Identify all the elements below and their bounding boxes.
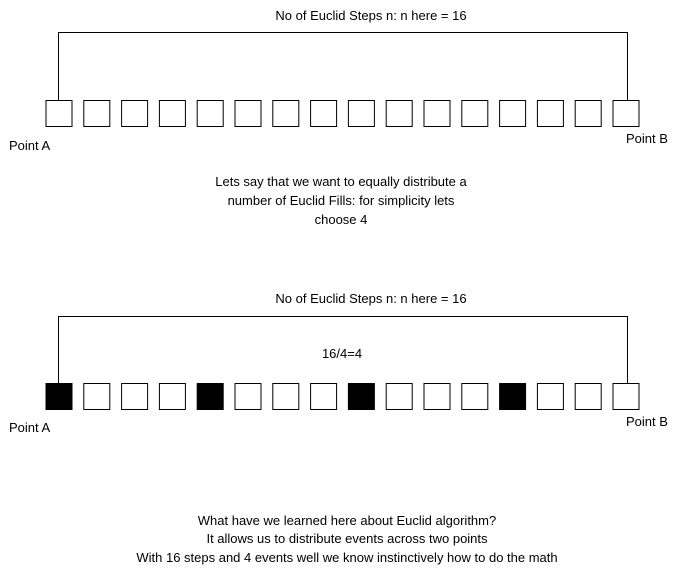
- bottom-point-a-label: Point A: [9, 420, 51, 435]
- step-box-12: [461, 383, 489, 410]
- step-box-11: [423, 383, 451, 410]
- description-line-1: Lets say that we want to equally distrib…: [215, 174, 467, 189]
- step-box-3: [121, 383, 149, 410]
- step-box-8: [310, 100, 338, 127]
- bottom-section: No of Euclid Steps n: n here = 16 16/4=4…: [9, 291, 668, 435]
- filled-step-box-9: [347, 383, 375, 410]
- step-box-10: [385, 383, 413, 410]
- step-box-7: [272, 383, 300, 410]
- top-step-row: [45, 100, 640, 127]
- filled-step-box-13: [499, 383, 527, 410]
- top-point-b-label: Point B: [626, 131, 668, 146]
- division-equation: 16/4=4: [322, 346, 362, 361]
- step-box-15: [574, 100, 602, 127]
- step-box-8: [310, 383, 338, 410]
- summary-line-2: It allows us to distribute events across…: [206, 531, 488, 546]
- summary-line-3: With 16 steps and 4 events well we know …: [136, 550, 557, 565]
- description-line-2: number of Euclid Fills: for simplicity l…: [228, 193, 455, 208]
- bottom-span-bracket: [58, 316, 628, 383]
- summary-block: What have we learned here about Euclid a…: [136, 513, 557, 565]
- step-box-2: [83, 100, 111, 127]
- step-box-12: [461, 100, 489, 127]
- step-box-16: [612, 383, 640, 410]
- step-box-13: [499, 100, 527, 127]
- step-box-7: [272, 100, 300, 127]
- step-box-9: [347, 100, 375, 127]
- filled-step-box-1: [45, 383, 73, 410]
- bottom-point-b-label: Point B: [626, 414, 668, 429]
- step-box-1: [45, 100, 73, 127]
- step-box-5: [196, 100, 224, 127]
- step-box-4: [158, 100, 186, 127]
- step-box-15: [574, 383, 602, 410]
- description-line-3: choose 4: [315, 212, 368, 227]
- top-section: No of Euclid Steps n: n here = 16 Point …: [9, 8, 668, 227]
- top-point-a-label: Point A: [9, 138, 51, 153]
- step-box-2: [83, 383, 111, 410]
- bottom-step-row: [45, 383, 640, 410]
- step-box-14: [536, 100, 564, 127]
- step-box-3: [121, 100, 149, 127]
- top-steps-title: No of Euclid Steps n: n here = 16: [275, 8, 466, 23]
- step-box-10: [385, 100, 413, 127]
- filled-step-box-5: [196, 383, 224, 410]
- top-span-bracket: [58, 32, 628, 100]
- step-box-6: [234, 100, 262, 127]
- summary-line-1: What have we learned here about Euclid a…: [198, 513, 496, 528]
- step-box-4: [158, 383, 186, 410]
- bottom-steps-title: No of Euclid Steps n: n here = 16: [275, 291, 466, 306]
- step-box-6: [234, 383, 262, 410]
- step-box-16: [612, 100, 640, 127]
- step-box-11: [423, 100, 451, 127]
- step-box-14: [536, 383, 564, 410]
